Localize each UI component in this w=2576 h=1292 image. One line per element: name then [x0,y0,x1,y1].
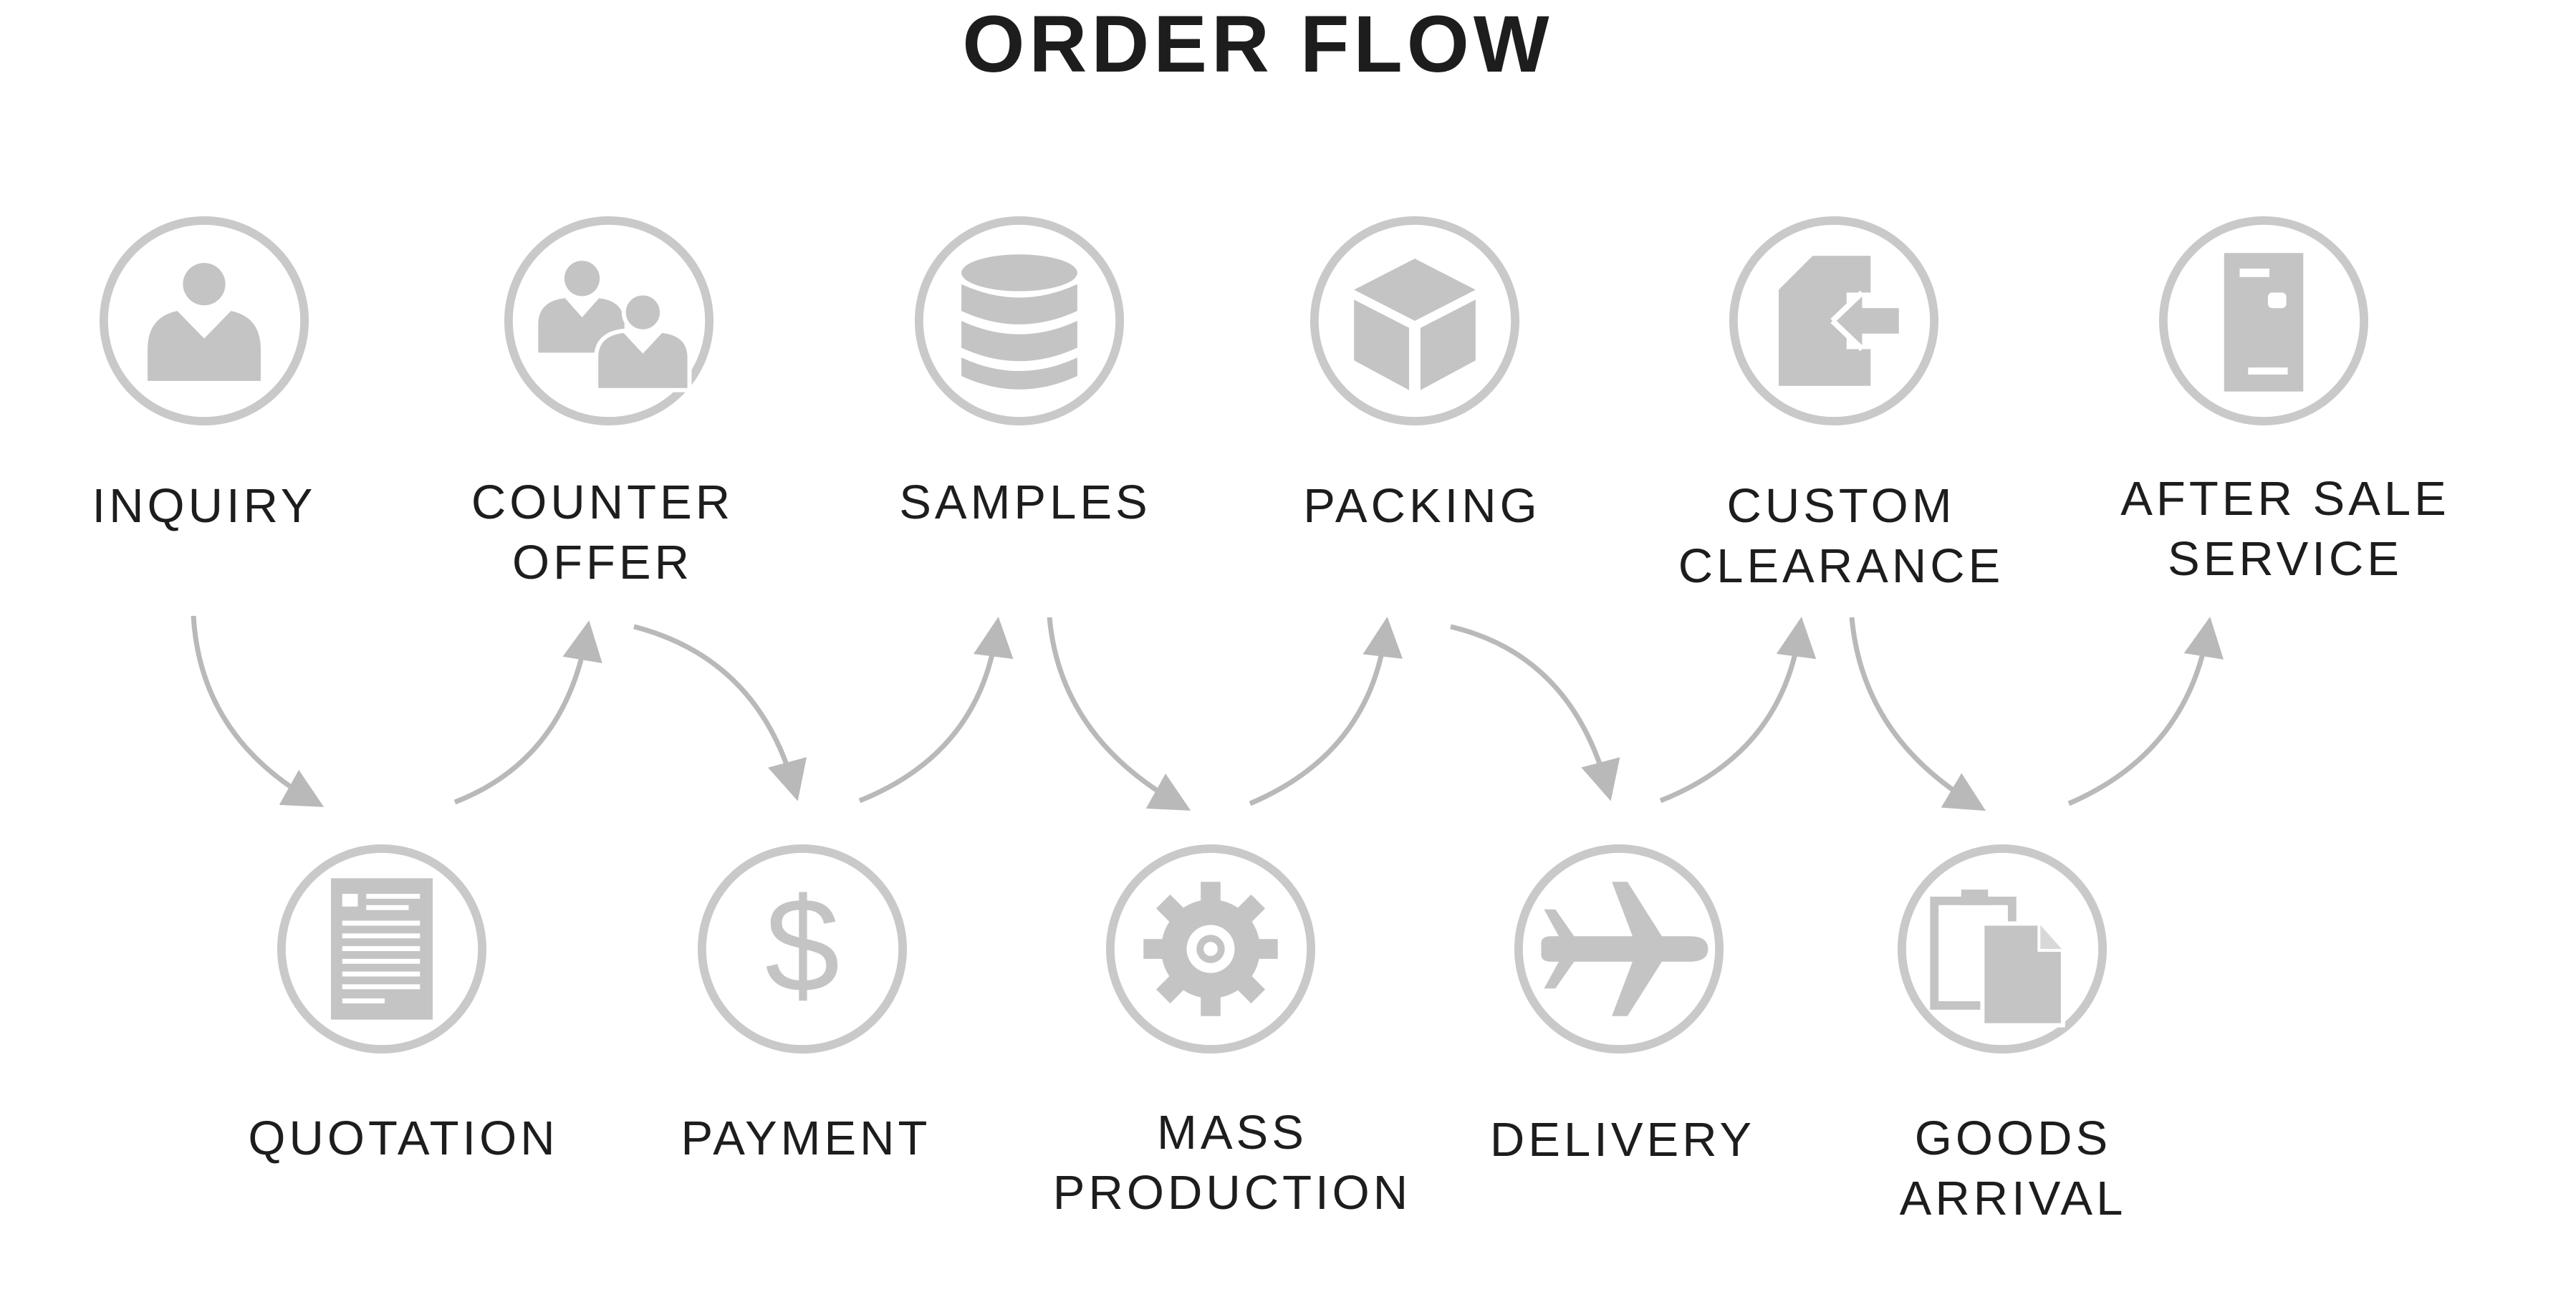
gear-icon [1105,844,1316,1054]
arrow-packing-to-delivery [1450,624,1620,801]
door-icon [2158,216,2369,426]
arrow-inquiry-to-quotation [191,615,325,807]
person-icon [99,216,309,426]
arrow-goods-arrival-to-after-sale-service [2067,617,2224,806]
svg-text:$: $ [765,869,840,1020]
dollar-icon: $ [697,844,908,1054]
arrow-samples-to-mass-production [1047,617,1191,811]
arrow-quotation-to-counter-offer [453,620,602,805]
airplane-icon [1514,844,1724,1054]
step-label-counter-offer: COUNTER OFFER [471,476,734,589]
clipboard-icon [1897,844,2108,1054]
step-label-goods-arrival: GOODS ARRIVAL [1899,1112,2127,1225]
step-label-inquiry: INQUIRY [92,479,317,533]
box-icon [1309,216,1520,426]
import-icon [1729,216,1939,426]
arrow-delivery-to-custom-clearance [1659,617,1817,804]
arrow-mass-production-to-packing [1249,617,1403,806]
arrow-payment-to-samples [858,617,1014,804]
step-label-samples: SAMPLES [899,476,1151,529]
people-icon [504,216,714,426]
diagram-title: ORDER FLOW [962,0,1554,89]
database-icon [914,216,1125,426]
step-label-after-sale-service: AFTER SALE SERVICE [2120,472,2450,586]
arrow-counter-offer-to-payment [633,624,807,801]
step-label-payment: PAYMENT [681,1112,931,1165]
step-label-packing: PACKING [1303,479,1541,533]
document-icon [277,844,487,1054]
arrow-custom-clearance-to-goods-arrival [1849,617,1986,811]
step-label-custom-clearance: CUSTOM CLEARANCE [1678,479,2004,593]
step-label-delivery: DELIVERY [1489,1113,1756,1167]
step-label-mass-production: MASS PRODUCTION [1052,1106,1412,1220]
step-label-quotation: QUOTATION [248,1112,559,1165]
